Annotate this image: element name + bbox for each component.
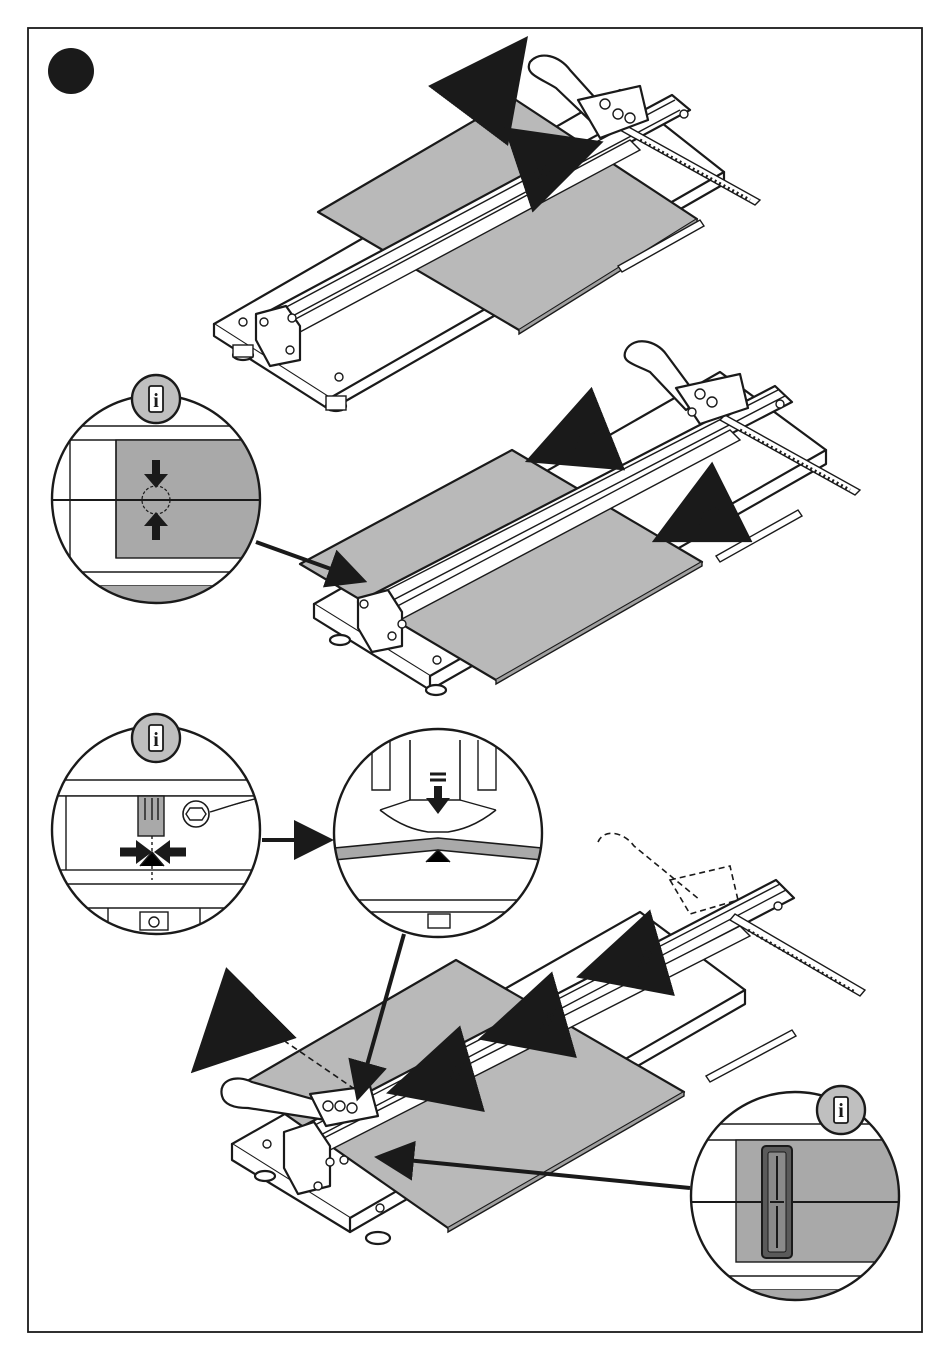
svg-text:i: i [153, 729, 159, 751]
press-down-arrow [212, 1026, 238, 1052]
svg-text:i: i [838, 1100, 844, 1122]
info-icon: i [817, 1086, 865, 1134]
figure-align-tile [256, 341, 860, 695]
lens-break-point [334, 729, 542, 939]
info-icon: i [132, 375, 180, 423]
lens-center-mark: i [50, 375, 262, 606]
step-badge [48, 48, 94, 94]
figure-lift-handle [214, 56, 760, 411]
info-icon: i [132, 714, 180, 762]
svg-text:i: i [153, 390, 159, 412]
lens-slider-guide: i [690, 1086, 900, 1304]
lens-scoring-wheel: i [50, 714, 262, 940]
lift-arrow [486, 60, 510, 92]
slide-back-arrow [550, 444, 570, 452]
